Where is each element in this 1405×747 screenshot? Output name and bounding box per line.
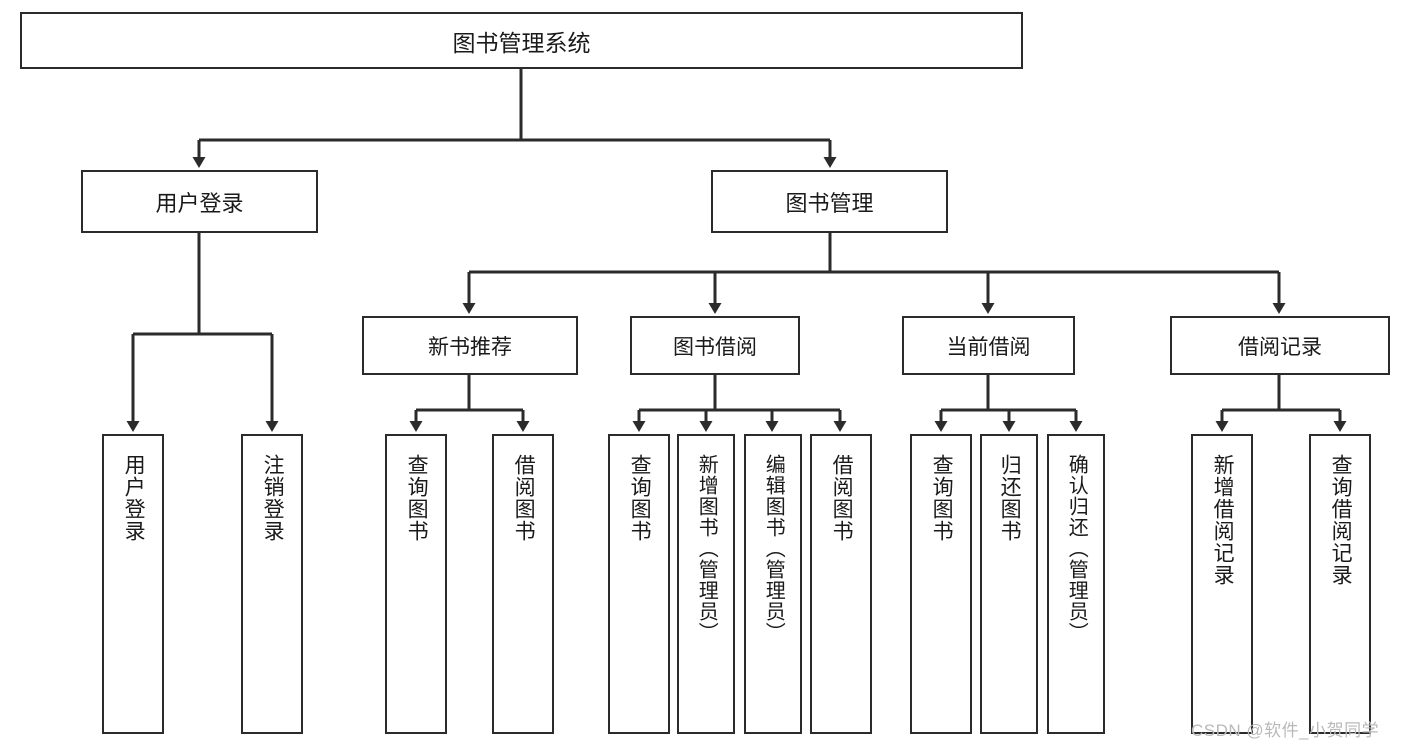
node-book-management[interactable]: 图书管理 (711, 170, 948, 233)
leaf-query-borrow-record[interactable]: 查询借阅记录 (1309, 434, 1371, 734)
leaf-add-borrow-record[interactable]: 新增借阅记录 (1191, 434, 1253, 734)
node-label: 确认归还（管理员） (1065, 454, 1088, 643)
watermark-text: CSDN @软件_小贺同学 (1191, 721, 1380, 740)
leaf-add-book-admin[interactable]: 新增图书（管理员） (677, 434, 735, 734)
node-current-borrow[interactable]: 当前借阅 (902, 316, 1075, 375)
node-label: 归还图书 (998, 454, 1022, 542)
leaf-user-login[interactable]: 用户登录 (102, 434, 164, 734)
leaf-borrow-book-recommend[interactable]: 借阅图书 (492, 434, 554, 734)
node-label: 编辑图书（管理员） (762, 454, 785, 643)
node-label: 当前借阅 (946, 335, 1031, 359)
node-label: 新增借阅记录 (1211, 454, 1235, 586)
leaf-return-book[interactable]: 归还图书 (980, 434, 1038, 734)
node-label: 查询借阅记录 (1329, 454, 1353, 586)
node-label: 新增图书（管理员） (695, 454, 718, 643)
node-new-book-recommend[interactable]: 新书推荐 (362, 316, 578, 375)
node-label: 图书借阅 (673, 335, 757, 359)
node-label: 查询图书 (628, 454, 652, 542)
node-label: 查询图书 (405, 454, 429, 542)
node-label: 借阅记录 (1238, 335, 1322, 359)
node-label: 新书推荐 (428, 335, 512, 359)
leaf-query-book-recommend[interactable]: 查询图书 (385, 434, 447, 734)
node-label: 借阅图书 (512, 454, 536, 542)
node-borrow-record[interactable]: 借阅记录 (1170, 316, 1390, 375)
node-label: 用户登录 (122, 454, 146, 542)
node-user-login[interactable]: 用户登录 (81, 170, 318, 233)
leaf-logout[interactable]: 注销登录 (241, 434, 303, 734)
leaf-borrow-book[interactable]: 借阅图书 (810, 434, 872, 734)
leaf-query-book-borrow[interactable]: 查询图书 (608, 434, 670, 734)
node-label: 查询图书 (930, 454, 954, 542)
node-label: 图书管理系统 (452, 29, 591, 56)
node-label: 注销登录 (261, 454, 285, 542)
leaf-query-book-current[interactable]: 查询图书 (910, 434, 972, 734)
node-book-borrow[interactable]: 图书借阅 (630, 316, 800, 375)
node-label: 图书管理 (785, 190, 874, 216)
node-label: 用户登录 (155, 190, 244, 216)
node-root-system[interactable]: 图书管理系统 (20, 12, 1023, 69)
leaf-confirm-return-admin[interactable]: 确认归还（管理员） (1047, 434, 1105, 734)
leaf-edit-book-admin[interactable]: 编辑图书（管理员） (744, 434, 802, 734)
node-label: 借阅图书 (830, 454, 854, 542)
